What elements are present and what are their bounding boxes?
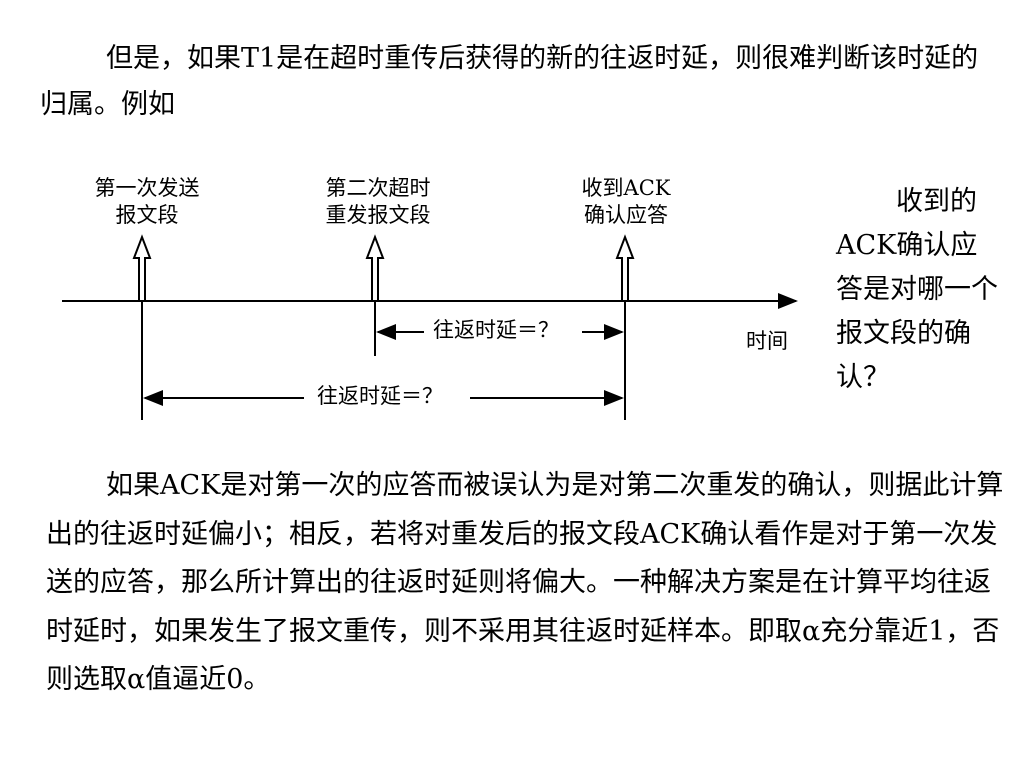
ack-received-label: 收到ACK 确认应答 <box>581 176 671 227</box>
first-send-arrow <box>132 234 152 302</box>
side-question-text: 收到的ACK确认应答是对哪一个报文段的确认？ <box>836 186 998 393</box>
timeout-resend-label: 第二次超时 重发报文段 <box>325 176 431 227</box>
time-axis-label: 时间 <box>746 328 788 354</box>
intro-paragraph: 但是，如果T1是在超时重传后获得的新的往返时延，则很难判断该时延的归属。例如 <box>40 43 979 120</box>
resend-arrow <box>365 234 385 302</box>
rtt-long-label: 往返时延＝？ <box>314 383 446 409</box>
first-send-label: 第一次发送 报文段 <box>94 176 200 227</box>
ack-arrow <box>615 234 635 302</box>
rtt-short-label: 往返时延＝？ <box>430 317 562 343</box>
explanation-paragraph: 如果ACK是对第一次的应答而被误认为是对第二次重发的确认，则据此计算出的往返时延… <box>46 470 1004 695</box>
